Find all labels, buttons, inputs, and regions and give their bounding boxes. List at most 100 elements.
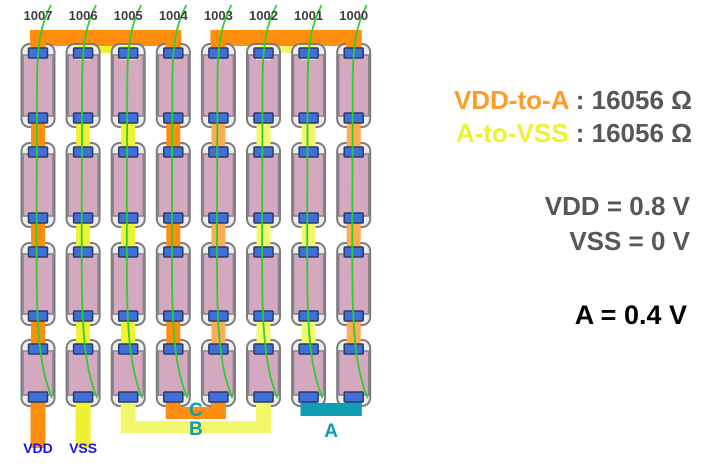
vdd-label: VDD [23,440,53,456]
vss-voltage-text: VSS = 0 V [569,226,690,256]
contact [343,112,364,124]
contact [27,112,49,124]
via-connector [121,215,136,255]
via-connector [346,215,361,255]
resistance-value-a-to-vss: : 16056 Ω [568,118,692,148]
contact [298,146,319,158]
resistor-body [247,153,280,217]
via-connector [256,215,271,255]
contact [298,246,319,258]
vss-label: VSS [69,440,97,456]
contact [163,246,184,258]
contact [343,391,364,403]
via-connector [256,115,271,155]
contact [253,246,274,258]
contact [163,146,184,158]
contact [298,343,319,355]
contact [208,146,229,158]
wire-label-a: A [324,421,338,442]
poly-trace [261,4,279,399]
contact [298,212,319,224]
column-label: 1004 [159,8,189,23]
via-connector [301,215,316,255]
contact [117,212,139,224]
column-label: 1003 [204,8,233,23]
contact [72,391,94,403]
via-connector [76,215,91,255]
contact [117,112,139,124]
column-label: 1005 [114,8,143,23]
contact [72,112,94,124]
contact [27,391,49,403]
via-connector [301,115,316,155]
contact [298,391,319,403]
contact [27,146,49,158]
contact [163,212,184,224]
resistor-body [337,153,370,217]
contact [343,246,364,258]
contact [117,343,139,355]
resistance-value-vdd-to-a: : 16056 Ω [568,85,692,115]
resistance-block: VDD-to-A : 16056 Ω A-to-VSS : 16056 Ω [454,84,692,150]
poly-trace [125,4,144,399]
column-label: 1007 [24,8,53,23]
contact [27,343,49,355]
top-bus-orange [30,30,182,46]
wire-a [300,403,362,416]
vdd-voltage-text: VDD = 0.8 V [544,191,690,221]
via-connector [211,215,226,255]
via-connector [31,115,45,155]
via-connector [121,115,136,155]
supply-voltages-block: VDD = 0.8 V VSS = 0 V [545,189,690,259]
contact [208,112,229,124]
vss-rail [75,392,91,448]
contact [298,112,319,124]
resistor-body [157,153,190,217]
contact [253,212,274,224]
contact [117,146,139,158]
contact [208,343,229,355]
wire-b [120,421,271,433]
column-label: 1002 [249,8,278,23]
contact [163,343,184,355]
resistor-body [112,153,144,217]
contact [163,391,184,403]
contact [27,212,49,224]
resistor-body [292,153,325,217]
net-name-vdd-to-a: VDD-to-A [453,85,569,115]
contact [208,391,229,403]
via-connector [76,115,91,155]
poly-trace [306,4,324,399]
node-a-voltage-text: A = 0.4 V [574,300,687,330]
contact [253,343,274,355]
via-connector [211,115,226,155]
net-name-a-to-vss: A-to-VSS [455,118,569,148]
contact [72,212,94,224]
column-label: 1006 [69,8,98,23]
contact [117,246,139,258]
contact [117,391,139,403]
via-connector [346,115,361,155]
via-connector [166,215,181,255]
column-label: 1001 [294,8,323,23]
contact [27,246,49,258]
resistor-body [202,153,235,217]
contact [253,112,274,124]
contact [72,343,94,355]
poly-trace [216,4,234,399]
contact [253,391,274,403]
poly-trace [35,4,53,399]
vdd-rail [30,392,46,448]
resistance-vdd-to-a: VDD-to-A : 16056 Ω [454,84,692,117]
resistor-body [22,153,54,217]
column-label: 1000 [339,8,368,23]
contact [208,246,229,258]
poly-trace [80,4,98,399]
wire-label-c: C [189,400,203,421]
wire-c [165,407,226,419]
via-connector [31,215,45,255]
contact [72,146,94,158]
wire-label-b: B [189,419,203,440]
